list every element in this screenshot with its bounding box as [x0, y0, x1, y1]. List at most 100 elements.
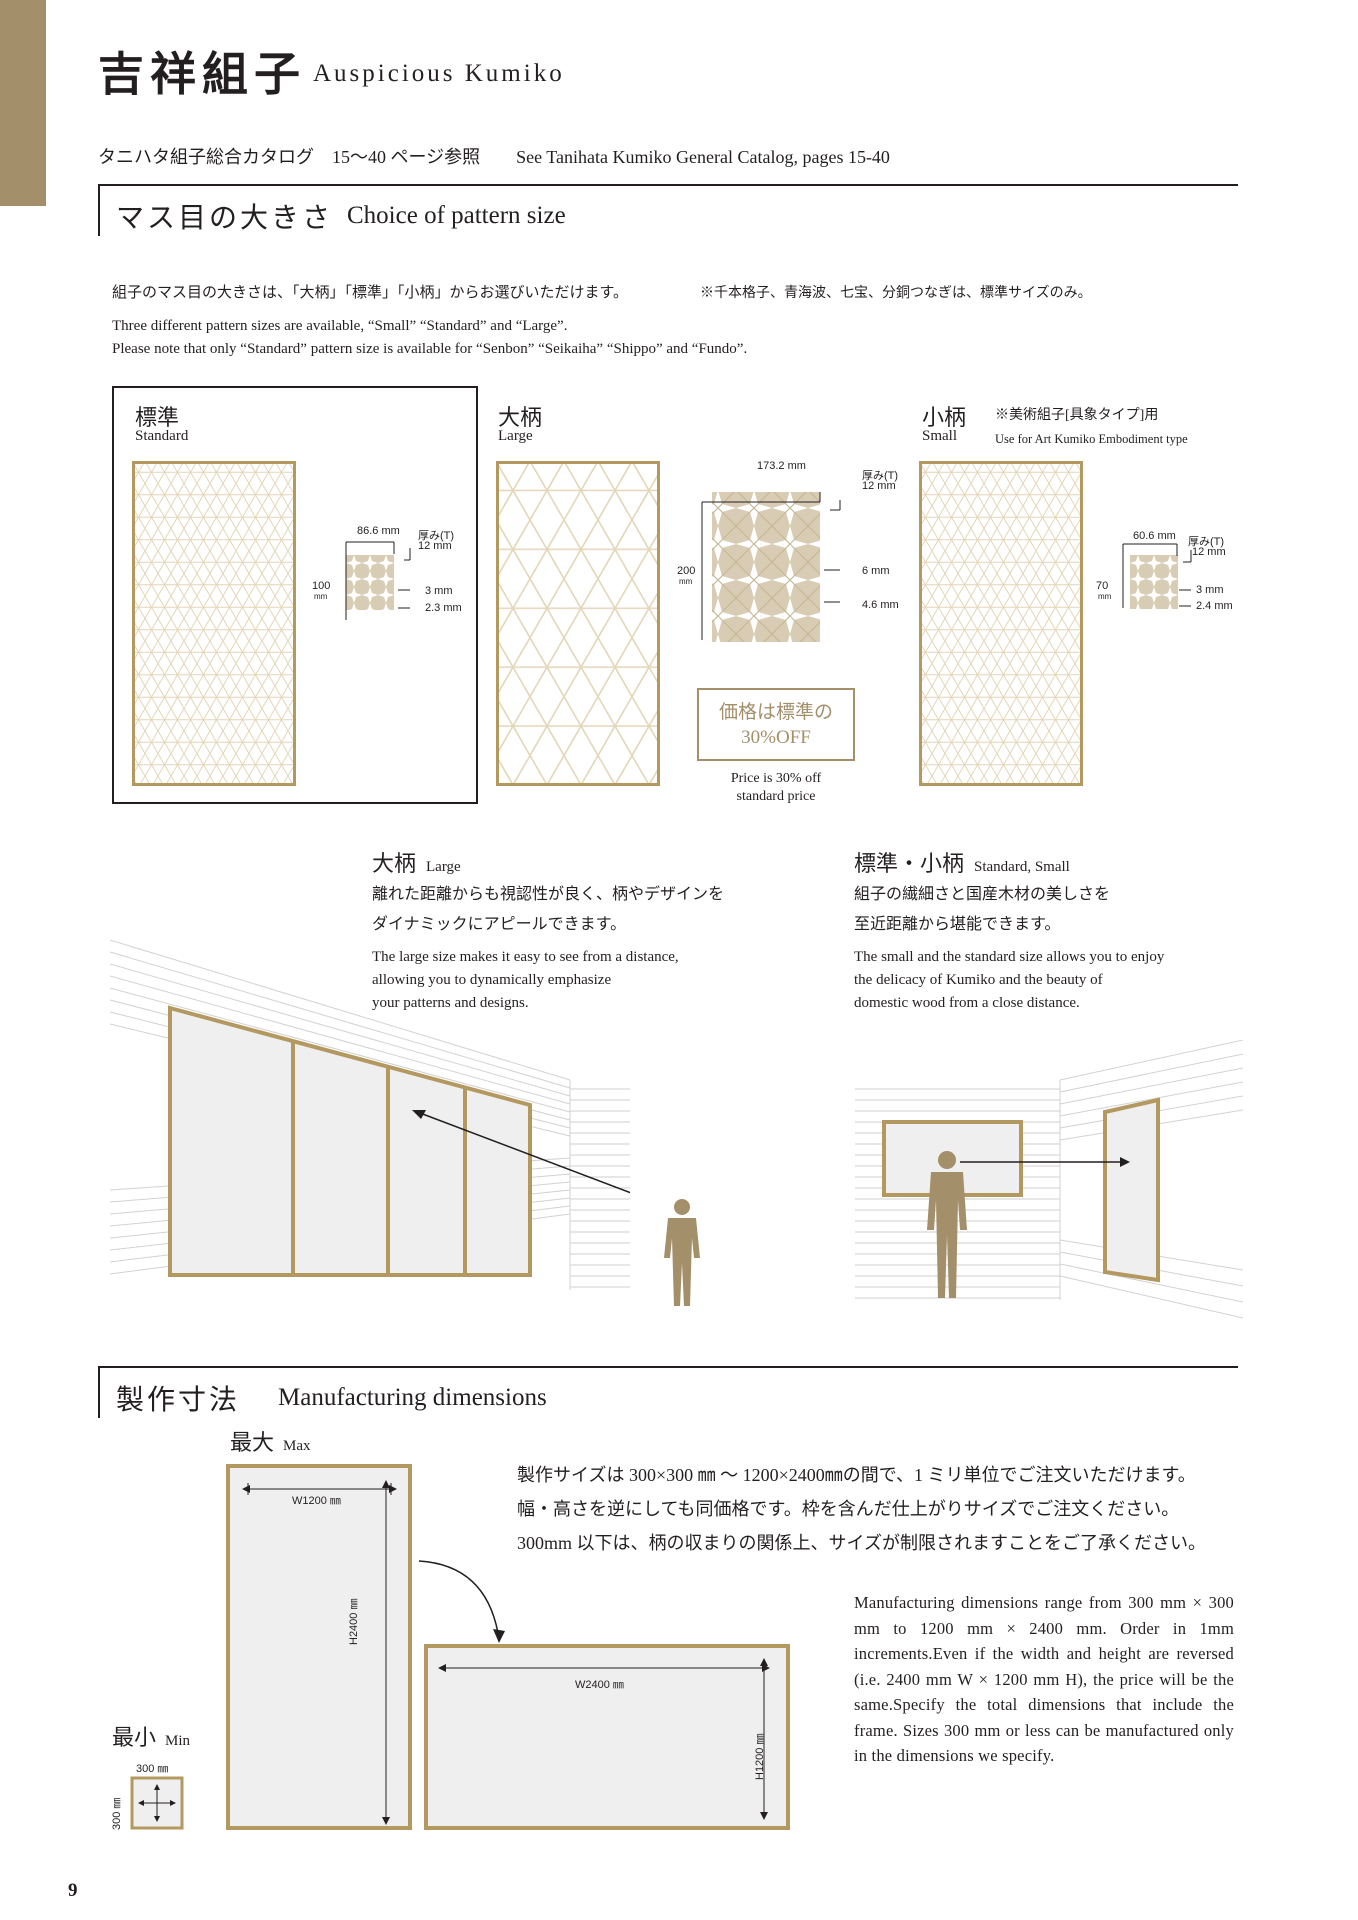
standard-label-jp: 標準 [135, 405, 180, 430]
standard-label-en: Standard [135, 428, 189, 444]
max-label-en: Max [283, 1438, 311, 1454]
view-large-en-1: The large size makes it easy to see from… [372, 949, 679, 965]
max-label-jp: 最大 [230, 1430, 275, 1455]
view-small-en-2: the delicacy of Kumiko and the beauty of [854, 972, 1103, 988]
large-detail-sample [701, 492, 841, 642]
standard-height-unit: mm [314, 592, 328, 601]
small-dim-b: 2.4 mm [1196, 600, 1233, 612]
min-panel-diagram [130, 1776, 184, 1830]
standard-width-dim: 86.6 mm [357, 525, 400, 537]
max-heading: 最大 Max [230, 1425, 311, 1457]
size-note-jp: ※千本格子、青海波、七宝、分銅つなぎは、標準サイズのみ。 [700, 286, 1092, 301]
section-title-en: Choice of pattern size [347, 202, 566, 229]
mfg-jp-1: 製作サイズは 300×300 ㎜ 〜 1200×2400㎜の間で、1 ミリ単位で… [517, 1465, 1196, 1485]
page-title-jp: 吉祥組子 [98, 49, 306, 100]
max-width-dim: W1200 ㎜ [292, 1495, 341, 1507]
rot-width-dim: W2400 ㎜ [575, 1679, 624, 1691]
size-desc-en-2: Please note that only “Standard” pattern… [112, 341, 748, 357]
large-height-dim: 200 [677, 565, 696, 577]
view-small-jp-1: 組子の繊細さと国産木材の美しさを [854, 886, 1111, 903]
view-small-en-1: The small and the standard size allows y… [854, 949, 1165, 965]
small-width-dim: 60.6 mm [1133, 530, 1176, 542]
small-note-en: Use for Art Kumiko Embodiment type [995, 432, 1188, 446]
price-en: Price is 30% off standard price [697, 770, 855, 806]
view-large-title-jp: 大柄 [372, 851, 417, 876]
rotate-arrow [418, 1560, 505, 1643]
min-label-jp: 最小 [112, 1725, 157, 1750]
small-label-en: Small [922, 428, 958, 444]
view-large-text-en: The large size makes it easy to see from… [372, 946, 679, 1015]
view-small-text-en: The small and the standard size allows y… [854, 946, 1164, 1015]
large-width-dim: 173.2 mm [757, 460, 806, 472]
small-height-dim: 70 [1096, 580, 1109, 592]
small-height-unit: mm [1098, 592, 1112, 601]
price-en-line2: standard price [736, 789, 816, 804]
mfg-title-jp: 製作寸法 [116, 1385, 241, 1416]
small-label-jp: 小柄 [922, 405, 967, 430]
large-dim-b: 4.6 mm [862, 599, 899, 611]
page-title-en: Auspicious Kumiko [313, 60, 565, 87]
small-detail-sample [1130, 555, 1178, 609]
view-small-jp-2: 至近距離から堪能できます。 [854, 916, 1061, 933]
section-header-mfg: 製作寸法 Manufacturing dimensions [98, 1366, 1238, 1418]
view-large-jp-1: 離れた距離からも視認性が良く、柄やデザインを [372, 886, 725, 903]
mfg-text-en: Manufacturing dimensions range from 300 … [854, 1593, 1234, 1765]
large-thickness-value: 12 mm [862, 480, 896, 492]
size-desc-jp: 組子のマス目の大きさは、「大柄」「標準」「小柄」からお選びいただけます。 [112, 285, 629, 301]
standard-thickness-value: 12 mm [418, 540, 452, 552]
large-viewing-illustration [110, 939, 630, 1290]
standard-panel [132, 461, 296, 786]
price-jp-line2: 30%OFF [741, 727, 811, 748]
price-discount-box: 価格は標準の 30%OFF [697, 688, 855, 761]
view-small-text-jp: 組子の繊細さと国産木材の美しさを 至近距離から堪能できます。 [854, 880, 1110, 940]
view-large-text-jp: 離れた距離からも視認性が良く、柄やデザインを ダイナミックにアピールできます。 [372, 880, 724, 940]
view-large-heading: 大柄 Large [372, 846, 461, 878]
page-number: 9 [68, 1880, 78, 1901]
small-dim-a: 3 mm [1196, 584, 1224, 596]
small-dimension-lines [1122, 543, 1192, 608]
large-height-unit: mm [679, 577, 693, 586]
large-dim-a: 6 mm [862, 565, 890, 577]
standard-dim-a: 3 mm [425, 585, 453, 597]
person-figure-small [927, 1151, 967, 1298]
large-thickness-label: 厚み(T) [862, 470, 899, 482]
mfg-text-jp: 製作サイズは 300×300 ㎜ 〜 1200×2400㎜の間で、1 ミリ単位で… [517, 1458, 1206, 1560]
small-panel [919, 461, 1083, 786]
view-large-jp-2: ダイナミックにアピールできます。 [372, 916, 627, 933]
small-thickness-label: 厚み(T) [1188, 536, 1225, 548]
min-height-dim: 300 ㎜ [111, 1797, 123, 1830]
min-width-dim: 300 ㎜ [136, 1763, 169, 1775]
small-note-jp: ※美術組子[具象タイプ]用 [995, 408, 1159, 423]
mfg-jp-2: 幅・高さを逆にしても同価格です。枠を含んだ仕上がりサイズでご注文ください。 [517, 1499, 1180, 1519]
person-figure-large [664, 1199, 700, 1306]
view-small-title-jp: 標準・小柄 [854, 851, 965, 876]
standard-thickness-label: 厚み(T) [418, 530, 455, 542]
standard-dimension-lines [345, 541, 411, 620]
price-en-line1: Price is 30% off [730, 771, 822, 786]
max-height-dim: H2400 ㎜ [348, 1598, 360, 1645]
view-small-title-en: Standard, Small [974, 859, 1070, 875]
min-label-en: Min [165, 1733, 191, 1749]
view-small-en-3: domestic wood from a close distance. [854, 995, 1080, 1011]
view-large-title-en: Large [426, 859, 461, 875]
standard-height-dim: 100 [312, 580, 331, 592]
view-large-en-2: allowing you to dynamically emphasize [372, 972, 612, 988]
large-label-en: Large [498, 428, 533, 444]
catalog-reference: タニハタ組子総合カタログ 15〜40 ページ参照 See Tanihata Ku… [98, 147, 890, 167]
small-viewing-illustration [855, 1040, 1243, 1319]
mfg-jp-3: 300mm 以下は、柄の収まりの関係上、サイズが制限されますことをご了承ください… [517, 1533, 1206, 1553]
section-header-size: マス目の大きさ Choice of pattern size [98, 184, 1238, 236]
view-small-heading: 標準・小柄 Standard, Small [854, 846, 1070, 878]
small-thickness-value: 12 mm [1192, 546, 1226, 558]
large-label-jp: 大柄 [498, 405, 543, 430]
standard-highlight-box [112, 386, 478, 804]
large-panel [496, 461, 660, 786]
rotated-panel-diagram [424, 1644, 790, 1830]
max-panel-diagram [226, 1464, 412, 1830]
view-large-en-3: your patterns and designs. [372, 995, 529, 1011]
price-jp-line1: 価格は標準の [718, 702, 833, 723]
size-desc-en-1: Three different pattern sizes are availa… [112, 318, 568, 334]
mfg-title-en: Manufacturing dimensions [278, 1384, 547, 1411]
rot-height-dim: H1200 ㎜ [754, 1733, 766, 1780]
min-heading: 最小 Min [112, 1720, 190, 1752]
